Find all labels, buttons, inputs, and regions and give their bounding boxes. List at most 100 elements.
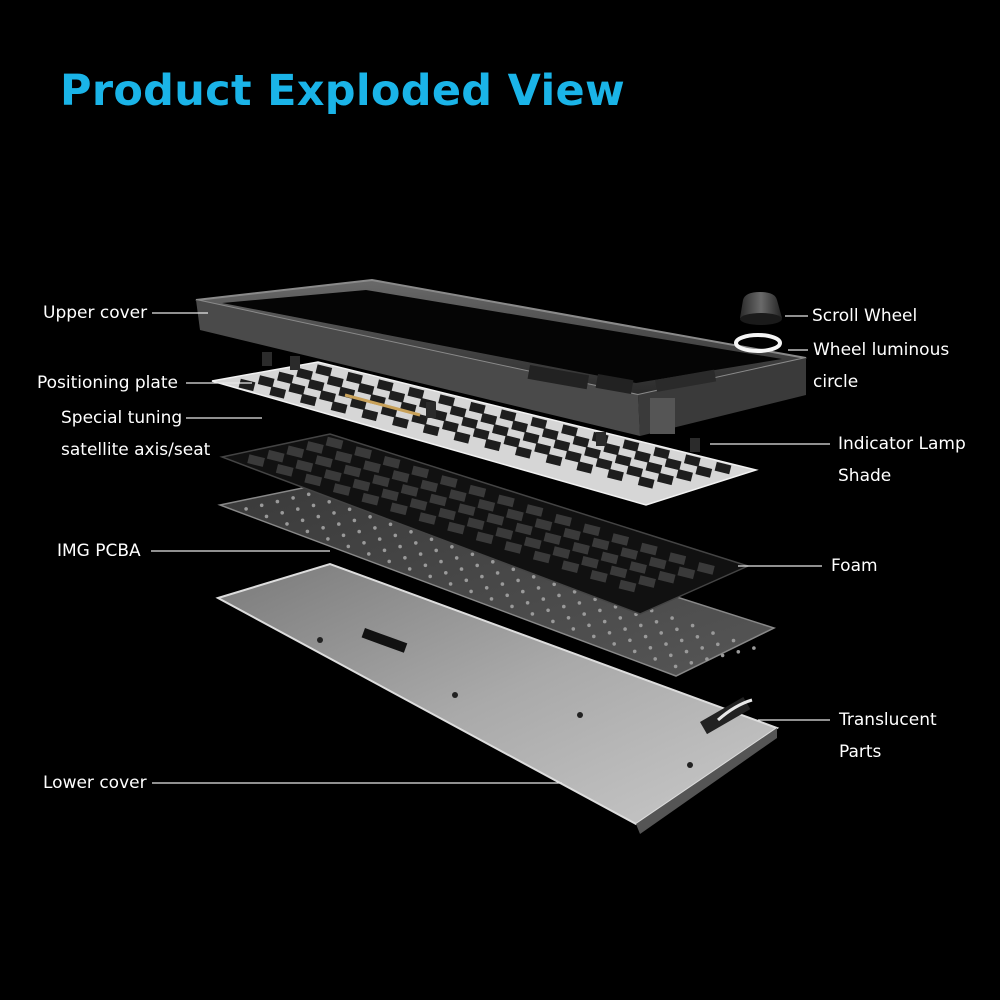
pcb-component-dot bbox=[387, 559, 392, 564]
pcb-component-dot bbox=[612, 642, 616, 646]
foam-cutout bbox=[611, 533, 630, 546]
plate-cutout bbox=[534, 442, 551, 456]
foam-cutout bbox=[372, 474, 390, 488]
pcb-component-dot bbox=[536, 586, 541, 590]
pcb-component-dot bbox=[484, 586, 489, 590]
foam-cutout bbox=[657, 570, 676, 584]
foam-cutout bbox=[609, 565, 628, 579]
pcb-component-dot bbox=[409, 530, 413, 534]
foam-cutout bbox=[468, 484, 487, 498]
pcb-component-dot bbox=[418, 552, 423, 556]
foam-cutout bbox=[361, 492, 380, 506]
plate-cutout bbox=[515, 446, 532, 459]
positioning-plate-label: Positioning plate bbox=[37, 373, 178, 393]
plate-cutout bbox=[626, 465, 644, 478]
plate-cutout bbox=[269, 386, 287, 399]
plate-cutout bbox=[683, 454, 701, 467]
foam-cutout bbox=[418, 512, 437, 525]
foam-cutout bbox=[506, 508, 524, 522]
plate-cutout bbox=[603, 442, 621, 456]
pcb-component-dot bbox=[377, 537, 382, 541]
pcb-component-dot bbox=[296, 507, 300, 511]
pcb-component-dot bbox=[491, 560, 495, 564]
plate-cutout bbox=[664, 457, 682, 471]
plate-cutout bbox=[296, 367, 313, 381]
indicator-lamp-shade-label: Indicator Lamp Shade bbox=[838, 428, 966, 492]
plate-cutout bbox=[492, 424, 509, 437]
foam-cutout bbox=[554, 513, 572, 527]
pcb-component-dot bbox=[470, 552, 475, 557]
pcb-component-dot bbox=[454, 556, 459, 560]
scroll-wheel-part bbox=[740, 292, 782, 325]
plate-cutout bbox=[388, 390, 406, 403]
plate-cutout bbox=[676, 469, 693, 482]
pcb-component-dot bbox=[639, 623, 643, 628]
foam-cutout bbox=[439, 475, 458, 488]
pcb-component-dot bbox=[659, 631, 663, 635]
foam-cutout bbox=[620, 547, 639, 560]
plate-cutout bbox=[645, 461, 663, 474]
pcb-component-dot bbox=[572, 590, 577, 594]
foam-cutout bbox=[552, 546, 571, 559]
pcb-component-dot bbox=[593, 597, 597, 602]
wheel-luminous-label-line2: circle bbox=[813, 372, 859, 392]
foam-cutout bbox=[286, 445, 305, 459]
plate-cutout bbox=[584, 446, 601, 459]
plate-cutout bbox=[503, 435, 521, 448]
pcb-component-dot bbox=[541, 597, 546, 601]
plate-cutout bbox=[572, 435, 590, 448]
plate-cutout bbox=[442, 420, 459, 433]
foam-cutout bbox=[638, 575, 656, 588]
plate-cutout bbox=[411, 412, 429, 426]
foam-cutout bbox=[438, 507, 456, 521]
foam-cutout bbox=[495, 527, 514, 540]
foam-cutout bbox=[572, 541, 590, 555]
plate-cutout bbox=[607, 468, 624, 482]
foam-cutout bbox=[581, 555, 599, 569]
foam-cutout bbox=[648, 556, 667, 570]
foam-cutout bbox=[504, 541, 523, 554]
pcb-component-dot bbox=[489, 597, 494, 601]
pcb-component-dot bbox=[546, 608, 550, 613]
foam-label: Foam bbox=[831, 556, 878, 576]
foam-cutout bbox=[352, 478, 371, 492]
plate-cutout bbox=[438, 394, 455, 407]
foam-cutout bbox=[591, 537, 610, 551]
foam-cutout bbox=[390, 502, 408, 516]
plate-cutout bbox=[541, 427, 559, 441]
pcb-component-dot bbox=[551, 619, 555, 624]
foam-cutout bbox=[315, 455, 333, 468]
special-tuning-label: Special tuning satellite axis/seat bbox=[61, 402, 210, 466]
pcb-component-dot bbox=[690, 623, 695, 628]
plate-cutout bbox=[422, 423, 440, 437]
pcb-component-dot bbox=[362, 541, 366, 545]
pcb-component-dot bbox=[327, 500, 332, 504]
pcb-component-dot bbox=[434, 548, 439, 553]
foam-cutout bbox=[561, 560, 580, 574]
pcb-component-dot bbox=[428, 574, 433, 579]
foam-part bbox=[219, 433, 751, 615]
plate-cutout bbox=[361, 408, 379, 422]
upper-cover-label: Upper cover bbox=[43, 303, 148, 323]
plate-cutout bbox=[511, 420, 528, 433]
foam-cutout bbox=[486, 512, 505, 526]
plate-cutout bbox=[614, 454, 632, 467]
foam-cutout bbox=[563, 527, 581, 541]
pcb-component-dot bbox=[505, 593, 510, 598]
pcb-component-dot bbox=[357, 529, 362, 534]
pcb-component-dot bbox=[393, 533, 398, 538]
pcb-component-dot bbox=[500, 582, 505, 586]
pcb-component-dot bbox=[618, 616, 623, 620]
foam-cutout bbox=[325, 436, 344, 450]
pcb-component-dot bbox=[670, 616, 674, 620]
plate-cutout bbox=[468, 401, 486, 415]
pcb-component-dot bbox=[653, 657, 657, 661]
pcb-component-dot bbox=[525, 601, 530, 605]
translucent-label-line1: Translucent bbox=[839, 710, 937, 730]
foam-cutout bbox=[466, 517, 485, 531]
plate-cutout bbox=[561, 424, 578, 437]
pcb-component-dot bbox=[582, 612, 586, 616]
pcb-component-dot bbox=[326, 537, 330, 541]
foam-cutout bbox=[306, 441, 324, 454]
